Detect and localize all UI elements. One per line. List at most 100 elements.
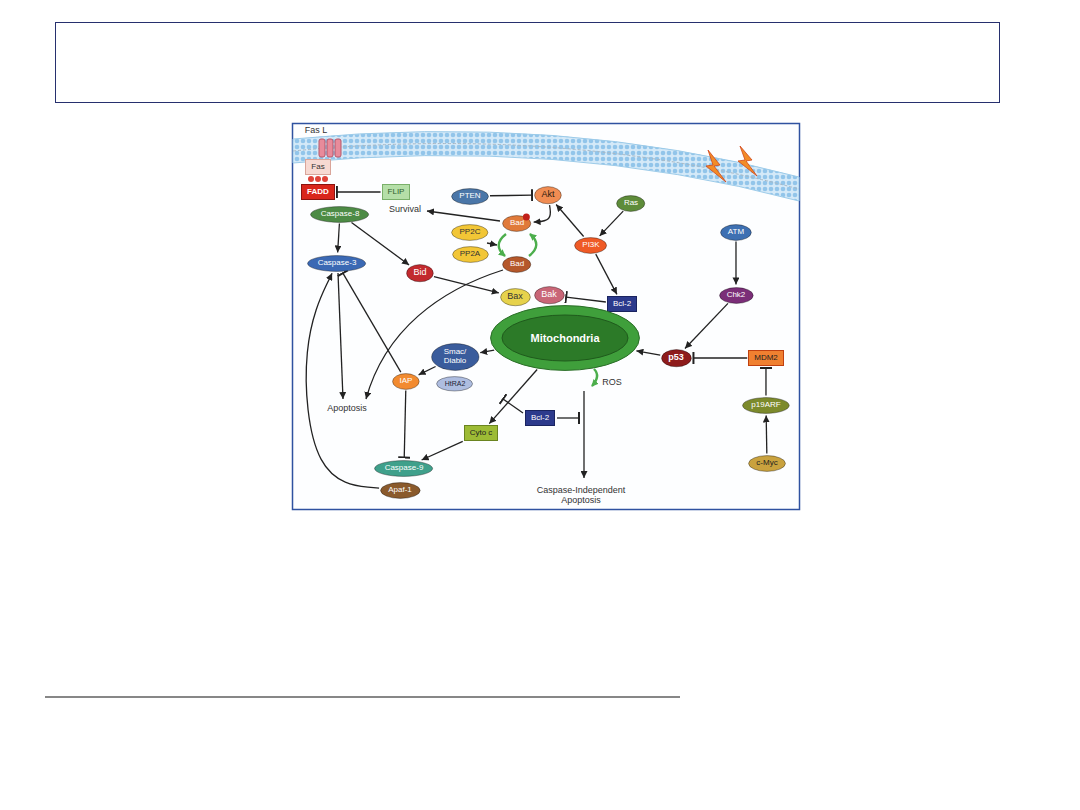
ellipse-shape (452, 224, 488, 240)
arrow-connector (480, 350, 494, 352)
protein-ellipse: PTEN (451, 188, 489, 205)
protein-ellipse: IAP (392, 373, 420, 390)
protein-ellipse: Akt (534, 186, 562, 204)
protein-ellipse: PP2C (451, 224, 489, 241)
protein-box: FADD (301, 184, 335, 200)
pathway-label: Survival (389, 205, 421, 215)
protein-box: Bcl-2 (607, 296, 637, 312)
protein-ellipse: Bid (406, 264, 434, 282)
node-text: p19ARF (751, 401, 780, 410)
arrow-connector (306, 273, 379, 488)
arrow-connector (766, 415, 768, 453)
node-text: Chk2 (727, 291, 746, 300)
node-text: p53 (668, 353, 684, 363)
node-text: ATM (728, 228, 744, 237)
ellipse-shape (311, 206, 369, 222)
protein-ellipse: c-Myc (748, 455, 786, 472)
phosphate-dot (523, 213, 530, 220)
ellipse-shape (749, 455, 786, 471)
pathway-label: Fas L (305, 126, 328, 136)
ellipse-shape (491, 306, 640, 371)
arrow-connector (685, 303, 728, 348)
inhibition-connector (693, 357, 747, 358)
protein-ellipse: HtRA2 (436, 376, 473, 392)
protein-box: Bcl-2 (525, 410, 555, 426)
arrow-connector (596, 254, 617, 294)
death-domains (308, 176, 328, 182)
inhibition-connector (343, 273, 401, 372)
protein-ellipse: PI3K (574, 237, 607, 254)
protein-ellipse: Chk2 (719, 287, 754, 304)
ellipse-shape (575, 237, 607, 253)
protein-ellipse: p19ARF (742, 397, 790, 414)
protein-ellipse: Apaf-1 (380, 482, 421, 499)
node-text: Mitochondria (530, 332, 599, 344)
protein-ellipse: Ras (616, 195, 645, 212)
membrane-core (293, 143, 799, 189)
node-text: PP2C (460, 228, 481, 237)
protein-ellipse: Smac/ Diablo (431, 343, 480, 371)
protein-box: Fas (305, 159, 330, 175)
node-text: Bid (413, 268, 426, 278)
ellipse-shape (743, 397, 790, 413)
arrow-connector (422, 441, 463, 460)
fas-ligand (319, 139, 341, 157)
protein-ellipse: Bad (502, 215, 531, 232)
ellipse-shape (452, 188, 489, 204)
ellipse-shape (393, 373, 420, 389)
node-text: Bad (510, 219, 524, 228)
node-text: Fas (311, 163, 324, 172)
node-text: IAP (400, 377, 413, 386)
protein-ellipse: Bax (500, 288, 531, 306)
organelle-ellipse: Mitochondria (490, 305, 640, 371)
node-text: Bak (541, 290, 557, 300)
node-text: Ras (624, 199, 638, 208)
protein-ellipse: p53 (661, 349, 692, 367)
node-text: Bcl-2 (613, 300, 631, 309)
arrow-connector (600, 211, 624, 236)
ellipse-shape (661, 349, 691, 366)
ellipse-shape (721, 224, 752, 240)
protein-ellipse: ATM (720, 224, 752, 241)
protein-box: Cyto c (464, 425, 499, 441)
arrow-connector (534, 205, 551, 222)
ellipse-shape (380, 482, 420, 498)
ellipse-shape (535, 186, 562, 203)
arrow-connector (556, 204, 583, 236)
node-text: PI3K (582, 241, 599, 250)
ellipse-shape (407, 264, 434, 281)
inhibition-connector (404, 390, 406, 457)
title-box (56, 23, 1000, 103)
node-text: MDM2 (754, 354, 778, 363)
node-text: c-Myc (756, 459, 777, 468)
ellipse-shape (431, 344, 478, 371)
node-text: FADD (307, 188, 329, 197)
arrow-connector (434, 277, 499, 293)
protein-ellipse: Caspase-8 (310, 206, 369, 223)
node-text: Bad (510, 260, 524, 269)
radiation-bolts (706, 146, 757, 182)
node-text: Bax (507, 292, 523, 302)
inhibition-connector (337, 191, 381, 192)
ellipse-shape (308, 255, 366, 271)
ellipse-shape (452, 246, 488, 262)
inhibition-connector (566, 297, 606, 302)
pathway-label: ROS (602, 378, 622, 388)
inhibition-connector (490, 195, 532, 197)
node-text: PTEN (459, 192, 480, 201)
node-text: Bcl-2 (531, 414, 549, 423)
pathway-label: Caspase-Independent Apoptosis (531, 486, 631, 506)
figure-frame (293, 124, 800, 510)
protein-ellipse: PP2A (452, 246, 489, 263)
ellipse-shape (500, 288, 530, 305)
node-text: Akt (541, 190, 554, 200)
node-text: HtRA2 (445, 380, 466, 388)
cell-membrane (293, 131, 799, 201)
ellipse-shape (437, 377, 473, 391)
ellipse-shape (617, 195, 645, 211)
arrow-connector (338, 223, 340, 252)
protein-box: MDM2 (748, 350, 784, 366)
footer-rule (45, 696, 680, 697)
pathway-label: Apoptosis (327, 404, 367, 414)
